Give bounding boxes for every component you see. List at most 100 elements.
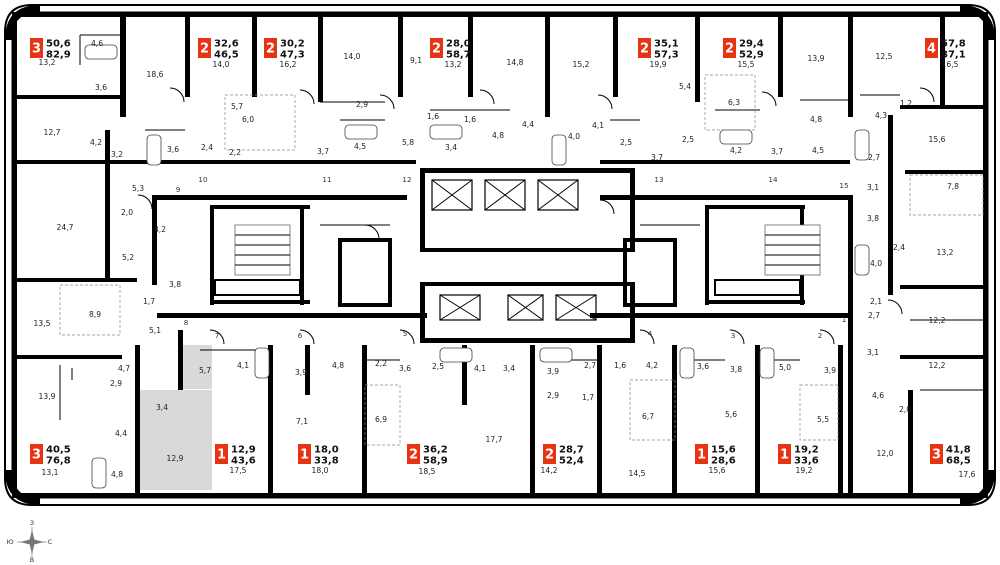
rooms-count-badge: [430, 38, 443, 58]
room-area-label: 5,4: [679, 82, 691, 91]
kitchen-zones: [59, 74, 984, 446]
total-area: 68,5: [946, 456, 971, 467]
entry-number: 1: [842, 315, 847, 324]
room-area-label: 1,7: [143, 297, 155, 306]
room-area-label: 3,4: [503, 364, 515, 373]
room-area-label: 17,5: [230, 466, 247, 475]
compass-north: З: [30, 519, 34, 527]
room-area-label: 6,0: [242, 115, 254, 124]
corner-ne: [960, 5, 995, 40]
rooms-count-badge: [215, 444, 228, 464]
room-area-label: 4,4: [522, 120, 534, 129]
room-area-label: 4,3: [875, 111, 887, 120]
room-area-label: 15,5: [738, 60, 755, 69]
living-area: 35,1: [654, 39, 679, 50]
room-area-label: 13,2: [39, 58, 56, 67]
living-area: 57,8: [941, 39, 966, 50]
rooms-count: 2: [266, 42, 275, 57]
room-area-label: 4,1: [474, 364, 486, 373]
entry-number: 7: [215, 331, 220, 340]
room-area-label: 3,8: [730, 365, 742, 374]
apartment-badge-a5[interactable]: 2 35,157,3: [638, 38, 679, 61]
room-area-label: 3,8: [169, 280, 181, 289]
room-area-label: 13,5: [34, 319, 51, 328]
rooms-count: 3: [932, 448, 941, 463]
rooms-count-badge: [723, 38, 736, 58]
rooms-count-badge: [407, 444, 420, 464]
room-area-label: 4,1: [237, 361, 249, 370]
room-area-label: 18,6: [147, 70, 164, 79]
rooms-count: 1: [217, 448, 226, 463]
room-area-label: 3,8: [867, 214, 879, 223]
lift-shafts: [431, 179, 597, 321]
entry-number: 5: [403, 329, 408, 338]
room-area-label: 12,2: [929, 316, 946, 325]
room-area-label: 15,2: [573, 60, 590, 69]
walls: [12, 12, 988, 498]
room-area-label: 4,5: [812, 146, 824, 155]
rooms-count-badge: [695, 444, 708, 464]
total-area: 46,5: [214, 50, 239, 61]
room-area-label: 5,7: [231, 102, 243, 111]
rooms-count-badge: [638, 38, 651, 58]
room-area-label: 6,9: [375, 415, 387, 424]
entry-number: 9: [176, 185, 181, 194]
rooms-count: 4: [927, 42, 936, 57]
room-area-label: 2,5: [682, 135, 694, 144]
entry-number: 14: [768, 175, 778, 184]
room-area-label: 3,4: [445, 143, 457, 152]
rooms-count: 2: [432, 42, 441, 57]
room-area-label: 24,7: [57, 223, 74, 232]
rooms-count-badge: [925, 38, 938, 58]
total-area: 82,9: [46, 50, 71, 61]
room-area-label: 6,7: [642, 412, 654, 421]
entry-number: 4: [648, 329, 653, 338]
room-area-label: 15,6: [929, 135, 946, 144]
total-area: 52,9: [739, 50, 764, 61]
living-area: 29,4: [739, 39, 764, 50]
total-area: 33,6: [794, 456, 819, 467]
rooms-count: 2: [640, 42, 649, 57]
room-area-label: 2,0: [121, 208, 133, 217]
room-area-label: 1,7: [582, 393, 594, 402]
room-area-label: 14,2: [541, 466, 558, 475]
living-area: 40,5: [46, 445, 71, 456]
room-area-label: 2,0: [899, 405, 911, 414]
room-area-label: 19,9: [650, 60, 667, 69]
room-area-label: 2,1: [870, 297, 882, 306]
selected-apartment-highlight[interactable]: [138, 345, 212, 490]
room-area-label: 16,5: [942, 60, 959, 69]
total-area: 57,3: [654, 50, 679, 61]
room-area-label: 2,2: [229, 148, 241, 157]
room-area-label: 2,7: [868, 311, 880, 320]
room-area-label: 17,7: [486, 435, 503, 444]
room-area-label: 3,9: [547, 367, 559, 376]
room-area-label: 2,4: [893, 243, 905, 252]
room-area-label: 5,8: [402, 138, 414, 147]
room-area-label: 9,1: [410, 56, 422, 65]
room-area-label: 5,0: [779, 363, 791, 372]
room-area-label: 3,9: [295, 368, 307, 377]
compass-south: В: [30, 556, 34, 564]
rooms-count-badge: [264, 38, 277, 58]
room-area-label: 4,7: [118, 364, 130, 373]
room-area-label: 6,3: [728, 98, 740, 107]
room-area-label: 4,0: [870, 259, 882, 268]
compass-rose: З В Ю С: [6, 519, 52, 564]
room-area-label: 4,8: [111, 470, 123, 479]
